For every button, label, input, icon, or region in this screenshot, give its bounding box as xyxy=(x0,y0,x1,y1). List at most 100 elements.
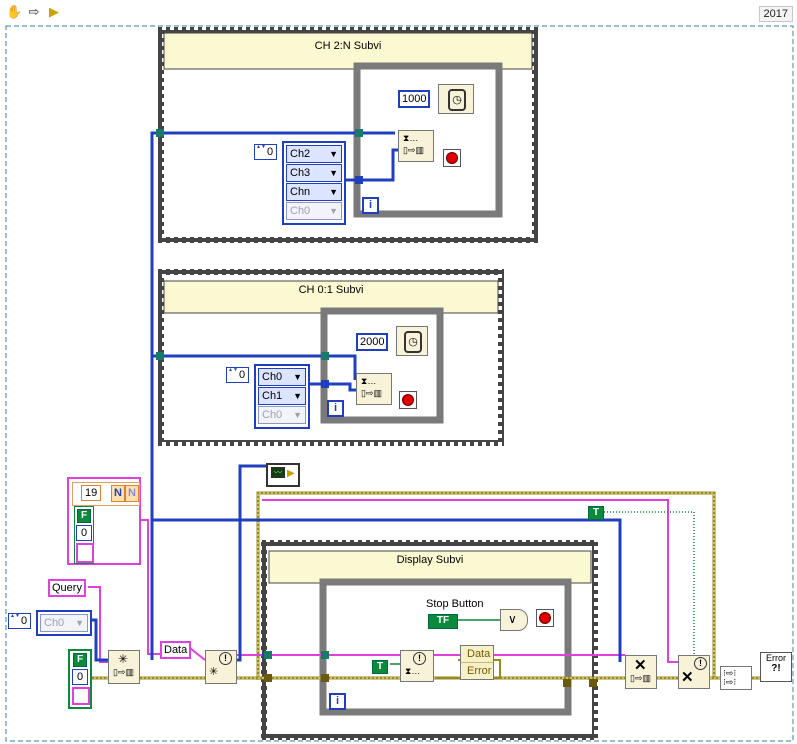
chevron-down-icon: ▼ xyxy=(329,206,338,216)
stop-terminal-display[interactable] xyxy=(536,609,554,627)
ch2n-ring-0[interactable]: Ch2▼ xyxy=(286,145,342,163)
arrow-icon: ▶ xyxy=(287,468,295,479)
unbundle-data: Data xyxy=(461,646,493,663)
cluster-num[interactable]: 0 xyxy=(76,525,92,541)
query-constant[interactable]: Query xyxy=(48,579,86,597)
diagram-boundary xyxy=(5,25,794,742)
clock-icon: ◷ xyxy=(404,331,422,353)
wait-notification-node[interactable]: ! ⧗… xyxy=(400,650,434,682)
ch01-ring-2[interactable]: Ch0▼ xyxy=(258,406,306,424)
wait-constant-2000[interactable]: 2000 xyxy=(356,333,389,351)
hourglass-icon: ⧗… xyxy=(403,133,419,143)
clock-icon: ◷ xyxy=(448,89,466,111)
enqueue-node-ch01[interactable]: ⧗… ▯⇨▥ xyxy=(356,373,392,405)
merge-icon: ⁝⇨⁝⁝⇨⁝ xyxy=(723,668,737,687)
display-true-constant[interactable]: T xyxy=(372,660,388,674)
iteration-terminal-ch2n: i xyxy=(362,197,379,214)
ch01-ring-1[interactable]: Ch1▼ xyxy=(258,387,306,405)
true-constant[interactable]: T xyxy=(588,506,604,520)
display-while-loop[interactable] xyxy=(319,578,572,716)
stop-terminal-ch01[interactable] xyxy=(399,391,417,409)
chevron-down-icon: ▼ xyxy=(329,149,338,159)
sparkle-icon: ✳ xyxy=(209,666,219,678)
cluster-bool-false[interactable]: F xyxy=(77,509,91,523)
simple-error-handler[interactable]: Error?! xyxy=(760,652,792,682)
chevron-down-icon: ▼ xyxy=(329,168,338,178)
version-badge: 2017 xyxy=(758,6,793,22)
subvi-chart-icon[interactable]: 〰 ▶ xyxy=(266,463,300,487)
ch2n-ring-2[interactable]: Chn▼ xyxy=(286,183,342,201)
chevron-down-icon: ▼ xyxy=(293,372,302,382)
pink-wire[interactable] xyxy=(88,499,680,663)
hourglass-icon: ⧗… xyxy=(405,666,421,676)
main-ring-0[interactable]: Ch0▼ xyxy=(40,614,88,632)
notifier-icon: ! xyxy=(694,657,707,670)
cluster-header[interactable]: 19 N N xyxy=(72,482,140,506)
ch2n-title: CH 2:N Subvi xyxy=(314,40,382,52)
hourglass-icon: ⧗… xyxy=(361,376,377,386)
chevron-down-icon: ▼ xyxy=(293,391,302,401)
obtain-notifier-node[interactable]: ✳ ! xyxy=(205,650,237,684)
queue-icon: ▯⇨▥ xyxy=(403,145,424,155)
merge-errors-node[interactable]: ⁝⇨⁝⁝⇨⁝ xyxy=(720,666,752,690)
ch01-index[interactable]: 0 xyxy=(226,367,250,383)
status-bool-false[interactable]: F xyxy=(73,653,87,667)
status-cluster[interactable]: F 0 xyxy=(68,649,92,709)
ch2n-index[interactable]: 0 xyxy=(254,144,278,160)
or-node[interactable]: ∨ xyxy=(500,609,528,631)
count-field[interactable]: 19 xyxy=(81,485,102,501)
ch2n-frame[interactable] xyxy=(158,27,538,243)
blue-wire[interactable] xyxy=(88,131,622,662)
arrow-right-icon[interactable]: ⇨ xyxy=(28,4,40,19)
ch01-while-loop[interactable] xyxy=(320,307,444,424)
chevron-down-icon: ▼ xyxy=(293,410,302,420)
or-icon: ∨ xyxy=(508,612,517,626)
ch01-channel-array[interactable]: Ch0▼ Ch1▼ Ch0▼ xyxy=(254,364,310,429)
close-icon: ✕ xyxy=(681,669,694,686)
unbundle-error: Error xyxy=(467,665,492,677)
ch2n-ring-1[interactable]: Ch3▼ xyxy=(286,164,342,182)
ch2n-channel-array[interactable]: Ch2▼ Ch3▼ Chn▼ Ch0▼ xyxy=(282,141,346,225)
enqueue-node-ch2n[interactable]: ⧗… ▯⇨▥ xyxy=(398,130,434,162)
error-handler-label: Error xyxy=(766,653,786,663)
ch2n-while-loop[interactable] xyxy=(353,62,503,218)
cluster-elements[interactable]: F 0 xyxy=(74,506,94,564)
display-frame[interactable] xyxy=(261,540,598,740)
bool-wire[interactable] xyxy=(390,511,695,665)
unbundle-node[interactable]: Data Error xyxy=(460,645,494,680)
main-index[interactable]: 0 xyxy=(8,613,32,629)
stop-button-label: Stop Button xyxy=(426,598,484,610)
n-indicator: N xyxy=(111,485,125,502)
ch01-title: CH 0:1 Subvi xyxy=(298,284,364,296)
n-indicator-2: N xyxy=(125,485,139,502)
data-constant[interactable]: Data xyxy=(160,641,192,659)
obtain-queue-node[interactable]: ✳ ▯⇨▥ xyxy=(108,650,140,684)
display-title: Display Subvi xyxy=(396,554,464,566)
wait-constant-1000[interactable]: 1000 xyxy=(398,90,431,108)
queue-icon: ▯⇨▥ xyxy=(361,388,382,398)
main-ring-array[interactable]: Ch0▼ xyxy=(36,610,92,636)
chevron-down-icon: ▼ xyxy=(329,187,338,197)
stop-terminal-ch2n[interactable] xyxy=(443,149,461,167)
cluster-constant[interactable] xyxy=(67,477,141,565)
status-source[interactable] xyxy=(72,687,90,705)
release-notifier-node[interactable]: ✕ ! xyxy=(678,655,710,689)
notifier-icon: ! xyxy=(219,652,232,665)
tunnels xyxy=(156,129,597,687)
wait-ms-node-ch01[interactable]: ◷ xyxy=(396,326,428,356)
hand-icon[interactable]: ✋ xyxy=(6,4,23,19)
ch01-ring-0[interactable]: Ch0▼ xyxy=(258,368,306,386)
wait-ms-node[interactable]: ◷ xyxy=(438,84,474,114)
ch2n-ring-3[interactable]: Ch0▼ xyxy=(286,202,342,220)
run-icon[interactable]: ▶ xyxy=(49,4,59,19)
close-icon: ✕ xyxy=(634,657,647,674)
cluster-string[interactable] xyxy=(76,543,94,563)
question-icon: ?! xyxy=(771,663,781,674)
status-code[interactable]: 0 xyxy=(72,669,88,685)
release-queue-node[interactable]: ✕ ▯⇨▥ xyxy=(625,655,657,689)
notifier-icon: ! xyxy=(413,652,426,665)
sparkle-icon: ✳ xyxy=(118,652,129,666)
stop-button-terminal[interactable]: TF xyxy=(428,614,458,629)
iteration-terminal-ch01: i xyxy=(327,400,344,417)
